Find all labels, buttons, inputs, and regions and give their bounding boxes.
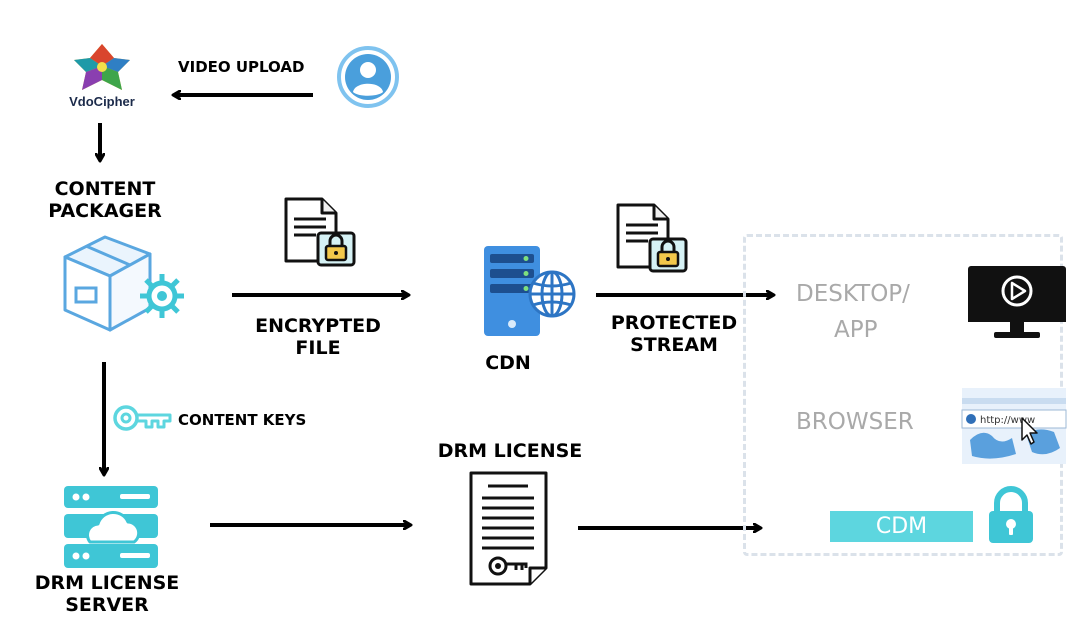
drm-license-label: DRM LICENSE xyxy=(437,440,583,462)
content-keys-label: CONTENT KEYS xyxy=(178,411,307,429)
protected-file-icon xyxy=(616,203,688,273)
cdn-label: CDN xyxy=(485,352,531,374)
cdm-bar: CDM xyxy=(830,511,973,542)
protected-stream-label: PROTECTED STREAM xyxy=(610,312,738,356)
browser-url-icon: http://www xyxy=(961,388,1067,464)
video-upload-label: VIDEO UPLOAD xyxy=(178,58,305,76)
license-server-cloud-icon xyxy=(64,486,158,568)
drm-license-server-label: DRM LICENSE SERVER xyxy=(34,572,180,616)
browser-url-text: http://www xyxy=(980,415,1035,426)
encrypted-file-label: ENCRYPTED FILE xyxy=(255,315,381,359)
vdocipher-wordmark: VdoCipher xyxy=(69,94,135,109)
license-document-icon xyxy=(469,471,548,586)
cdn-server-globe-icon xyxy=(484,246,576,336)
user-avatar-icon xyxy=(337,46,399,108)
desktop-app-label: DESKTOP/ APP xyxy=(796,281,910,343)
package-gear-icon xyxy=(63,235,184,332)
browser-label: BROWSER xyxy=(796,409,914,435)
monitor-play-icon xyxy=(968,266,1066,338)
vdocipher-logo-icon xyxy=(74,44,130,90)
key-icon xyxy=(113,405,172,431)
content-packager-label: CONTENT PACKAGER xyxy=(48,178,162,222)
lock-icon xyxy=(989,486,1033,543)
encrypted-file-icon xyxy=(284,197,356,267)
